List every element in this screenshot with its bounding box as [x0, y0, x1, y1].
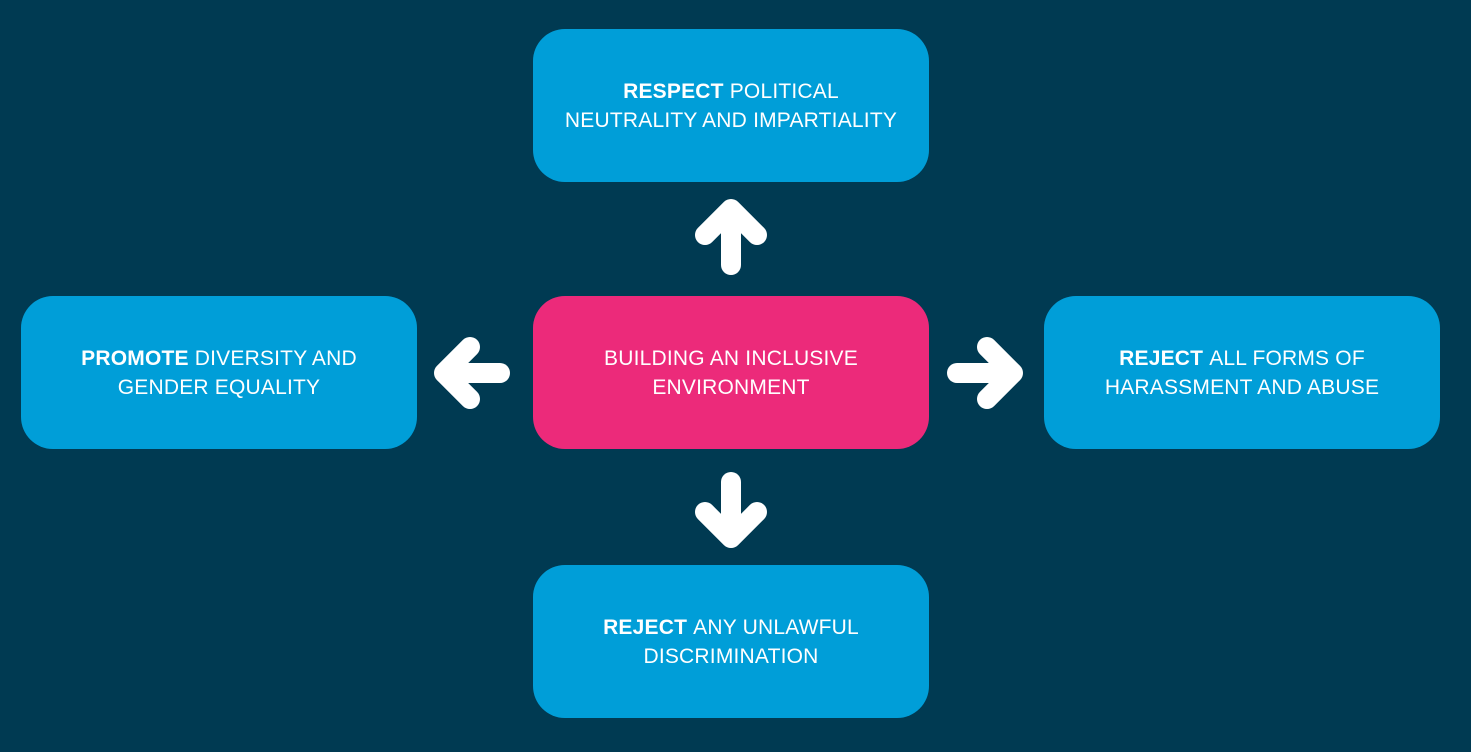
node-reject-discrimination-text: REJECT ANY UNLAWFUL DISCRIMINATION [586, 613, 876, 671]
arrow-right-icon [945, 333, 1025, 413]
node-reject-harassment-text: REJECT ALL FORMS OF HARASSMENT AND ABUSE [1087, 344, 1397, 402]
node-promote-diversity-emphasis: PROMOTE [81, 346, 195, 370]
node-reject-discrimination: REJECT ANY UNLAWFUL DISCRIMINATION [533, 565, 929, 718]
arrow-left-icon [432, 333, 512, 413]
node-reject-harassment-label: ALL FORMS OF HARASSMENT AND ABUSE [1104, 346, 1380, 399]
node-respect-neutrality-text: RESPECT POLITICAL NEUTRALITY AND IMPARTI… [561, 77, 901, 135]
node-promote-diversity-label: DIVERSITY AND GENDER EQUALITY [117, 346, 357, 399]
node-reject-discrimination-label: ANY UNLAWFUL DISCRIMINATION [643, 615, 859, 668]
node-reject-discrimination-emphasis: REJECT [603, 615, 694, 639]
node-reject-harassment-emphasis: REJECT [1119, 346, 1210, 370]
arrow-down-icon [691, 470, 771, 550]
node-respect-neutrality: RESPECT POLITICAL NEUTRALITY AND IMPARTI… [533, 29, 929, 182]
node-respect-neutrality-label: POLITICAL NEUTRALITY AND IMPARTIALITY [564, 79, 898, 132]
arrow-up-icon [691, 197, 771, 277]
node-promote-diversity: PROMOTE DIVERSITY AND GENDER EQUALITY [21, 296, 417, 449]
node-promote-diversity-text: PROMOTE DIVERSITY AND GENDER EQUALITY [59, 344, 379, 402]
node-center-inclusive-environment: BUILDING AN INCLUSIVE ENVIRONMENT [533, 296, 929, 449]
node-respect-neutrality-emphasis: RESPECT [623, 79, 730, 103]
node-reject-harassment: REJECT ALL FORMS OF HARASSMENT AND ABUSE [1044, 296, 1440, 449]
node-center-label: BUILDING AN INCLUSIVE ENVIRONMENT [604, 346, 858, 399]
